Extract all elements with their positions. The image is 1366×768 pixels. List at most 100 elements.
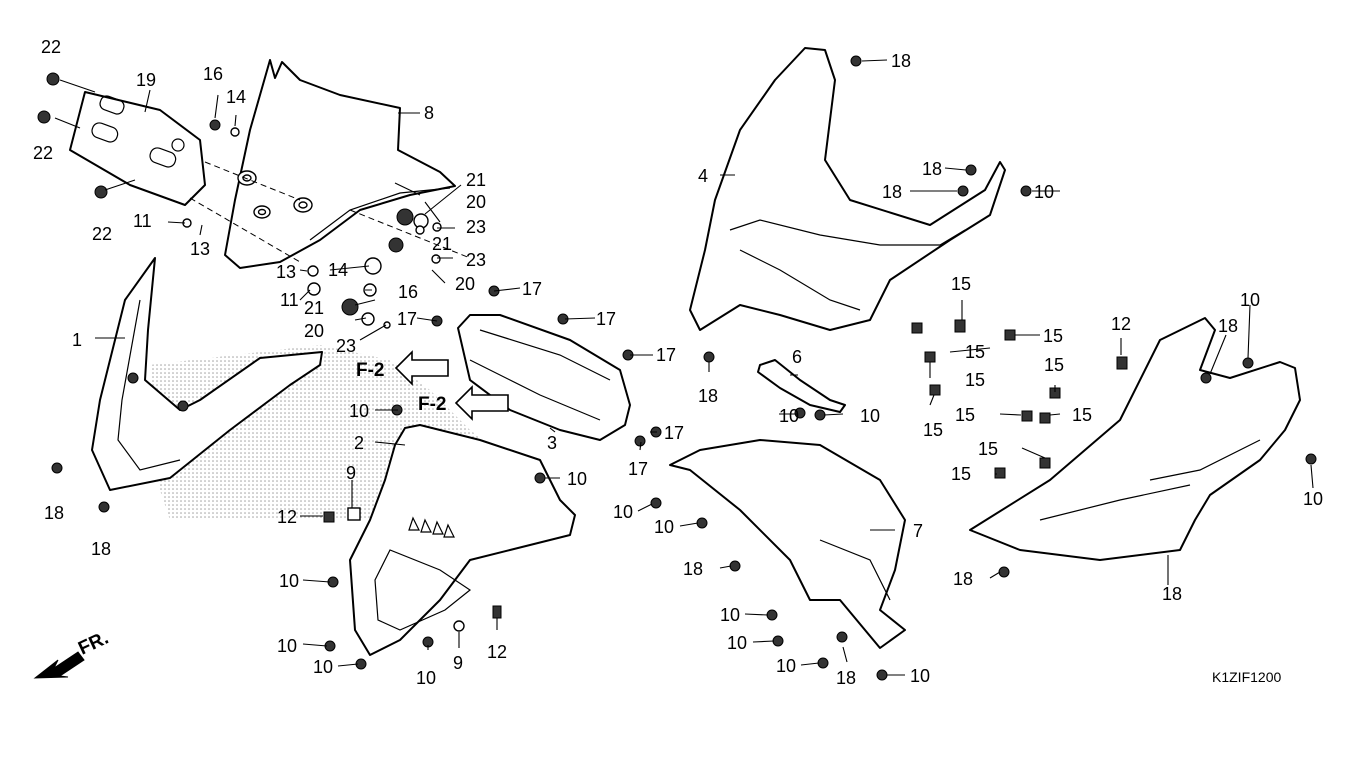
callout-15d: 15 [923, 420, 943, 440]
callout-21c: 21 [304, 298, 324, 318]
callout-17b: 17 [397, 309, 417, 329]
callout-12a: 12 [277, 507, 297, 527]
callout-10l: 10 [720, 605, 740, 625]
callout-10c: 10 [279, 571, 299, 591]
callout-15g: 15 [955, 405, 975, 425]
callout-15j: 15 [951, 464, 971, 484]
callout-7: 7 [913, 521, 923, 541]
callout-3: 3 [547, 433, 557, 453]
callout-16a: 16 [203, 64, 223, 84]
callout-10j: 10 [613, 502, 633, 522]
callout-18e: 18 [882, 182, 902, 202]
direction-label: FR. [75, 628, 112, 660]
callout-10m: 10 [727, 633, 747, 653]
callout-15e: 15 [1043, 326, 1063, 346]
callout-15i: 15 [978, 439, 998, 459]
section-label-2: F-2 [418, 394, 447, 415]
callout-10d: 10 [277, 636, 297, 656]
clip-15-e [1004, 329, 1016, 341]
callout-10p: 10 [1240, 290, 1260, 310]
callout-17f: 17 [628, 459, 648, 479]
callout-18g: 18 [683, 559, 703, 579]
callout-15a: 15 [951, 274, 971, 294]
part-6-bracket [757, 359, 846, 413]
callout-10b: 10 [567, 469, 587, 489]
clip-15-i [1039, 457, 1051, 469]
callout-5: 18 [1162, 584, 1182, 604]
callout-12b: 12 [487, 642, 507, 662]
clip-15-d [929, 384, 941, 396]
direction-arrow: FR. [33, 628, 112, 679]
callout-13b: 13 [276, 262, 296, 282]
callout-10n: 10 [776, 656, 796, 676]
clip-12-a [323, 511, 335, 523]
callout-23c: 23 [336, 336, 356, 356]
section-label-1: F-2 [356, 360, 385, 381]
callout-10k: 10 [654, 517, 674, 537]
part-1-front-cover [91, 257, 323, 491]
callout-11b: 11 [280, 290, 299, 310]
callout-1: 1 [72, 330, 82, 350]
callout-9b: 9 [453, 653, 463, 673]
part-8-windscreen [224, 59, 456, 269]
clip-15-b [911, 322, 923, 334]
callout-10g: 10 [1034, 182, 1054, 202]
callout-10e: 10 [313, 657, 333, 677]
callout-9a: 9 [346, 463, 356, 483]
callout-10o: 10 [910, 666, 930, 686]
callout-18i: 18 [1218, 316, 1238, 336]
callout-11a: 11 [133, 211, 152, 231]
callout-14a: 14 [226, 87, 246, 107]
callouts: 22 19 22 22 16 14 8 11 13 21 20 23 21 23… [33, 37, 1323, 688]
callout-18c: 18 [891, 51, 911, 71]
callout-8: 8 [424, 103, 434, 123]
callout-22b: 22 [33, 143, 53, 163]
callout-18d: 18 [922, 159, 942, 179]
callout-20b: 20 [455, 274, 475, 294]
washer-8a [237, 170, 257, 186]
callout-17c: 17 [596, 309, 616, 329]
callout-15c: 15 [965, 370, 985, 390]
part-19-bracket [69, 91, 206, 206]
callout-2: 2 [354, 433, 364, 453]
diagram-code: K1ZIF1200 [1212, 669, 1281, 685]
callout-14b: 14 [328, 260, 348, 280]
clip-15-g [1021, 410, 1033, 422]
hardware [37, 55, 1317, 681]
callout-20c: 20 [304, 321, 324, 341]
callout-10h: 10 [779, 406, 799, 426]
clip-15-j [994, 467, 1006, 479]
washer-8b [293, 197, 313, 213]
callout-15h: 15 [1072, 405, 1092, 425]
section-arrow-1: F-2 [356, 350, 449, 386]
callout-22c: 22 [92, 224, 112, 244]
callout-18a: 18 [44, 503, 64, 523]
section-arrow-2: F-2 [418, 385, 509, 421]
callout-22a: 22 [41, 37, 61, 57]
clip-12-b [492, 605, 502, 619]
callout-18k: 18 [953, 569, 973, 589]
callout-10f: 10 [416, 668, 436, 688]
leader-lines [54, 59, 1314, 676]
callout-19: 19 [136, 70, 156, 90]
callout-13a: 13 [190, 239, 210, 259]
callout-10i: 10 [860, 406, 880, 426]
callout-4: 4 [698, 166, 708, 186]
callout-21b: 21 [432, 234, 452, 254]
callout-18h: 18 [836, 668, 856, 688]
washer-8c [253, 205, 271, 219]
callout-20a: 20 [466, 192, 486, 212]
part-5-side-cover [969, 317, 1301, 561]
callout-17d: 17 [656, 345, 676, 365]
clip-12-c [1116, 356, 1128, 370]
callout-12c: 12 [1111, 314, 1131, 334]
callout-6: 6 [792, 347, 802, 367]
clip-15-c [924, 351, 936, 363]
callout-21a: 21 [466, 170, 486, 190]
part-7-lower-cover [669, 439, 906, 649]
callout-18b: 18 [91, 539, 111, 559]
callout-23a: 23 [466, 217, 486, 237]
part-4-upper-cover [689, 47, 1006, 331]
callout-18f: 18 [698, 386, 718, 406]
